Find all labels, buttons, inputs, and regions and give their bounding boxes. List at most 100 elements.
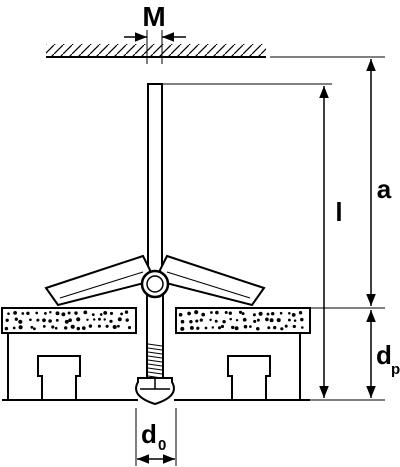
board-dot	[234, 326, 239, 331]
bolt-head	[135, 377, 175, 406]
board-dot	[125, 318, 129, 322]
board-dot	[26, 311, 30, 315]
thread-line	[147, 351, 163, 355]
bolt-threaded-shank	[146, 289, 164, 379]
board-dot	[235, 318, 239, 322]
board-dot	[86, 318, 89, 322]
board-dot	[83, 310, 88, 315]
board-dot	[229, 317, 232, 321]
board-dot	[54, 326, 58, 330]
board-dot	[117, 317, 122, 322]
board-dot	[127, 326, 132, 330]
board-dot	[189, 320, 193, 324]
board-dot	[269, 318, 274, 323]
board-dot	[300, 317, 304, 322]
board-dot	[103, 318, 106, 321]
board-dot	[215, 310, 219, 315]
board-dot	[55, 311, 60, 316]
board-dot	[231, 325, 235, 330]
board-dot	[298, 311, 303, 315]
board-dot	[189, 325, 194, 330]
board-dot	[51, 325, 55, 329]
board-dot	[265, 317, 269, 322]
board-dot	[105, 324, 109, 328]
label-d0-sub: 0	[158, 437, 166, 454]
board-dot	[209, 318, 212, 322]
board-dot	[284, 324, 288, 328]
board-dot	[210, 311, 213, 314]
d0-dimension: d 0	[135, 408, 177, 466]
board-dot	[276, 318, 281, 323]
board-dot	[12, 326, 16, 330]
board-dot	[301, 326, 304, 329]
board-dot	[35, 311, 39, 315]
board-dot	[287, 318, 291, 322]
board-dot	[217, 326, 222, 330]
board-dot	[292, 324, 296, 329]
board-dot	[103, 310, 108, 315]
board-dot	[279, 311, 283, 315]
board-dot	[228, 311, 232, 315]
board-dot	[61, 312, 66, 317]
board-dot	[178, 312, 183, 317]
board-dot	[249, 325, 252, 328]
board-dot	[256, 318, 260, 322]
board-dot	[68, 318, 72, 323]
board-dot	[180, 326, 185, 331]
board-dot	[266, 312, 270, 316]
board-dot	[256, 327, 260, 331]
board-dot	[199, 318, 203, 322]
board-dot	[91, 313, 95, 317]
l-dimension: l	[319, 86, 343, 398]
label-dp-sub: p	[391, 361, 400, 378]
label-dp-d: d	[376, 340, 392, 370]
board-dot	[18, 325, 23, 330]
board-dot	[36, 318, 40, 322]
board-dot	[99, 313, 103, 316]
board-dot	[14, 317, 18, 321]
thread-line	[147, 355, 163, 359]
board-dot	[258, 311, 263, 316]
thread-line	[147, 359, 163, 363]
board-dot	[76, 326, 81, 331]
label-dp: d	[376, 340, 392, 370]
board-dot	[42, 325, 46, 328]
board-dot	[293, 319, 297, 322]
board-dot	[180, 319, 185, 324]
board-dot	[112, 324, 117, 330]
board-dot	[98, 317, 101, 321]
board-dot	[196, 326, 200, 330]
thread-line	[147, 367, 163, 371]
board-dot	[224, 310, 228, 315]
ceiling	[46, 44, 266, 58]
board-dot	[4, 326, 9, 331]
board-dot	[222, 319, 226, 324]
board-dot	[201, 312, 206, 317]
thread-line	[147, 343, 163, 347]
board-dot	[18, 319, 23, 324]
board-dot	[88, 324, 93, 328]
label-d0-d: d	[141, 419, 157, 449]
board-dot	[63, 326, 68, 330]
board-dot	[120, 312, 124, 316]
board-dot	[97, 324, 101, 328]
a-dimension: a	[366, 59, 392, 306]
board-dot	[211, 326, 215, 329]
toggle-wings	[44, 254, 266, 307]
board-dot	[267, 326, 271, 330]
board-dot	[70, 324, 75, 329]
board-dot	[5, 318, 9, 322]
board-dot	[109, 319, 113, 323]
board-dot	[64, 319, 69, 324]
board-dot	[109, 311, 114, 315]
board-dot	[48, 319, 52, 323]
board-dot	[220, 324, 225, 329]
board-dot	[204, 326, 208, 330]
board-dot	[241, 312, 245, 316]
board-dot	[214, 319, 218, 323]
board-dot	[30, 325, 34, 329]
board-dot	[288, 312, 291, 315]
board-dot	[253, 319, 257, 323]
board-dot	[43, 311, 47, 315]
